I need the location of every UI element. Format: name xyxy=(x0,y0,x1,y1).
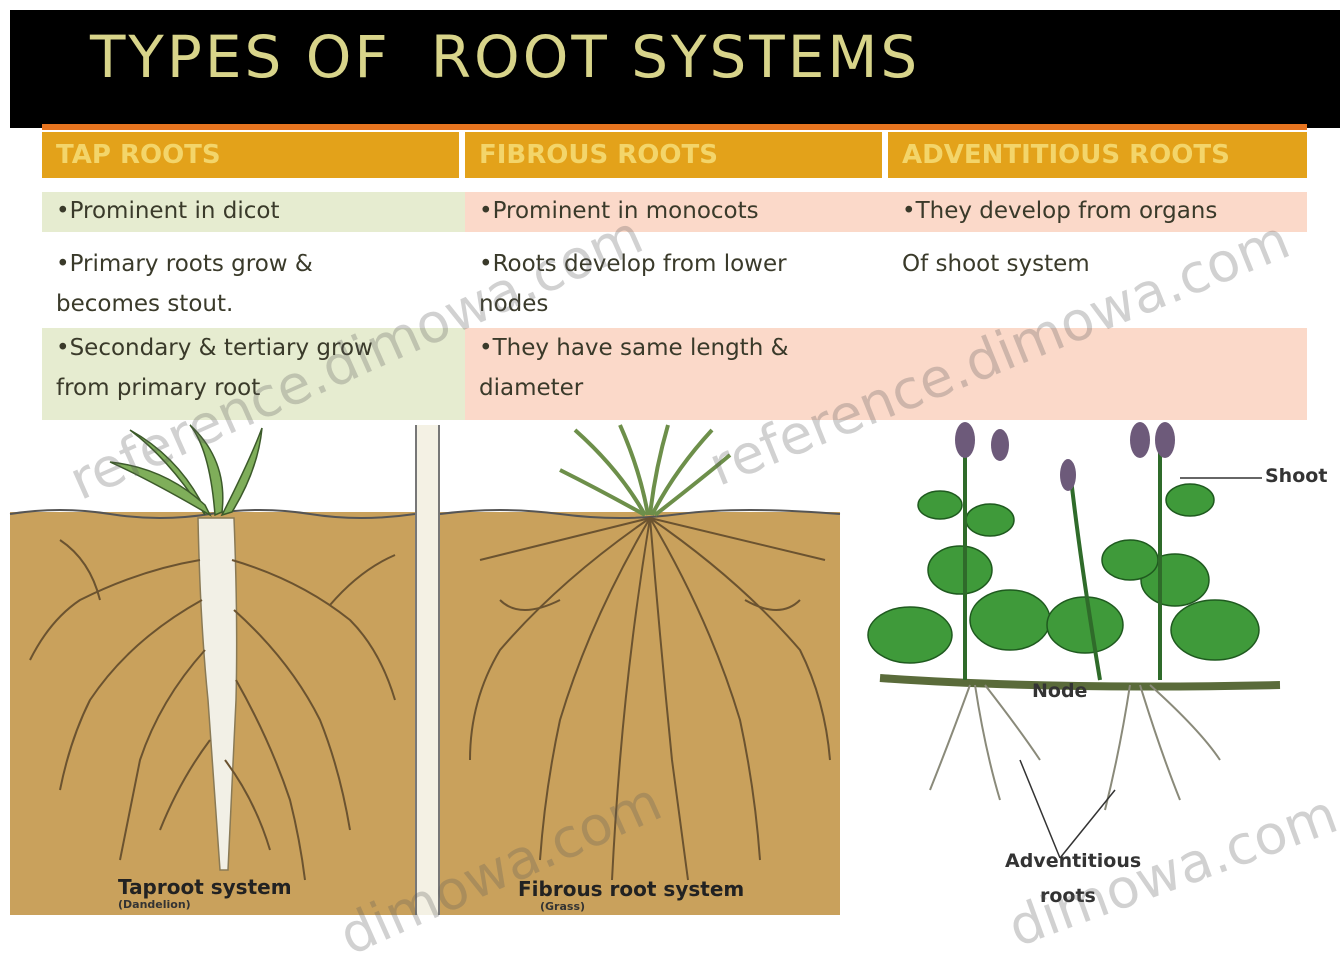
fibrous-caption: Fibrous root system xyxy=(518,877,744,901)
taproot-caption: Taproot system xyxy=(118,875,292,899)
label-pointer-lines xyxy=(1020,478,1262,858)
taproot-subcaption: (Dandelion) xyxy=(118,898,191,911)
fibrous-subcaption: (Grass) xyxy=(540,900,585,913)
flower-spikes-icon xyxy=(955,422,1175,491)
mint-leaves-icon xyxy=(868,484,1259,663)
node-label: Node xyxy=(1032,680,1087,702)
taproot-main-icon xyxy=(198,518,237,870)
adventitious-roots-icon xyxy=(930,685,1220,810)
shoot-label: Shoot xyxy=(1265,465,1327,487)
taproot-ground-line xyxy=(10,510,415,518)
